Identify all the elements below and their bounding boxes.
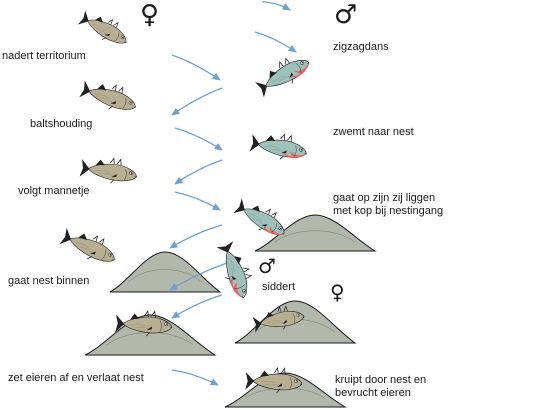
female-fish-follows — [79, 157, 137, 184]
male-fish-quivers — [216, 241, 253, 299]
arrow-icon-4 — [174, 127, 223, 151]
male-fish-lies-on-side — [233, 198, 285, 236]
arrow-icon-8 — [169, 261, 231, 291]
male-step-swims-to-nest: zwemt naar nest — [333, 126, 414, 138]
arrow-icon-1 — [254, 31, 297, 53]
female-symbol-icon-small: ♀ — [330, 280, 345, 304]
female-step-enters-nest: gaat nest binnen — [8, 275, 90, 287]
arrow-icon-10 — [171, 369, 219, 386]
female-step-lays-eggs: zet eieren af en verlaat nest — [8, 372, 144, 384]
arrow-icon-5 — [174, 159, 223, 185]
nest-icon-2 — [109, 251, 222, 293]
arrow-icon-0 — [261, 1, 291, 11]
female-step-courtship-posture: baltshouding — [30, 118, 93, 130]
female-fish-lays-eggs — [115, 310, 173, 337]
male-step-fertilizes-eggs: kruipt door nest en bevrucht eieren — [335, 374, 427, 399]
nest-icon-1 — [254, 214, 377, 252]
male-fish-zigzag — [255, 57, 310, 98]
female-step-approach: nadert territorium — [2, 50, 86, 62]
female-symbol-icon: ♀ — [140, 0, 160, 30]
male-step-lies-on-side: gaat op zijn zij liggen met kop bij nest… — [333, 192, 444, 217]
male-symbol-icon: ♂ — [334, 0, 358, 30]
female-fish-approach — [77, 10, 127, 44]
male-symbol-icon-small: ♂ — [258, 254, 276, 278]
male-step-zigzag-dance: zigzagdans — [333, 41, 389, 53]
male-fish-fertilizes — [245, 367, 303, 394]
arrow-icon-2 — [171, 54, 221, 81]
arrow-icon-3 — [171, 87, 223, 116]
arrow-icon-7 — [169, 224, 223, 249]
female-step-follows-male: volgt mannetje — [18, 185, 90, 197]
male-step-quivers: siddert — [262, 281, 296, 293]
male-fish-swims-to-nest — [249, 133, 307, 160]
female-fish-in-nest — [252, 305, 305, 333]
female-fish-posture — [79, 80, 136, 110]
female-fish-enters-nest — [59, 227, 115, 262]
arrow-icon-6 — [174, 191, 221, 211]
arrow-icon-9 — [171, 294, 223, 319]
